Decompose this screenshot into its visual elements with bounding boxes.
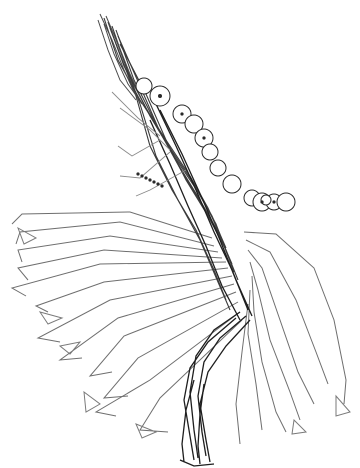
head-circle xyxy=(210,160,226,176)
circle-center-dot xyxy=(272,200,275,203)
head-circle xyxy=(136,78,152,94)
foot-triangle xyxy=(292,420,306,434)
arm-line xyxy=(120,152,170,178)
dot-trail xyxy=(136,172,163,187)
trail-dot xyxy=(144,176,147,179)
limb-line xyxy=(252,276,286,432)
limb-line xyxy=(246,240,328,384)
trail-dot xyxy=(140,174,143,177)
right-limb-lines xyxy=(236,232,346,444)
wisp-line xyxy=(100,14,134,92)
torso-line xyxy=(150,120,240,320)
foot-base-line xyxy=(180,460,214,466)
trail-dot xyxy=(156,182,159,185)
trail-dot xyxy=(148,178,151,181)
trail-dot xyxy=(160,184,163,187)
trail-dot xyxy=(136,172,139,175)
limb-line xyxy=(36,268,228,312)
foot-markers xyxy=(18,228,350,438)
circle-center-dot xyxy=(260,200,263,203)
leg-line xyxy=(200,320,250,462)
limb-line xyxy=(244,232,346,404)
trail-dot xyxy=(152,180,155,183)
head-circle xyxy=(202,144,218,160)
foot-triangle xyxy=(40,312,62,324)
foot-triangle xyxy=(136,424,156,438)
circle-center-dot xyxy=(180,112,183,115)
limb-line xyxy=(12,262,226,296)
head-circle xyxy=(223,175,241,193)
limb-line xyxy=(60,284,234,360)
circle-center-dot xyxy=(202,136,205,139)
leg-line xyxy=(190,312,240,458)
limb-line xyxy=(18,250,222,280)
limb-line xyxy=(18,236,218,262)
limb-line xyxy=(12,212,212,238)
foot-triangle xyxy=(336,396,350,416)
circle-center-dot xyxy=(158,94,162,98)
limb-line xyxy=(16,222,214,246)
foot-triangle xyxy=(84,392,100,412)
head-circle xyxy=(277,193,295,211)
